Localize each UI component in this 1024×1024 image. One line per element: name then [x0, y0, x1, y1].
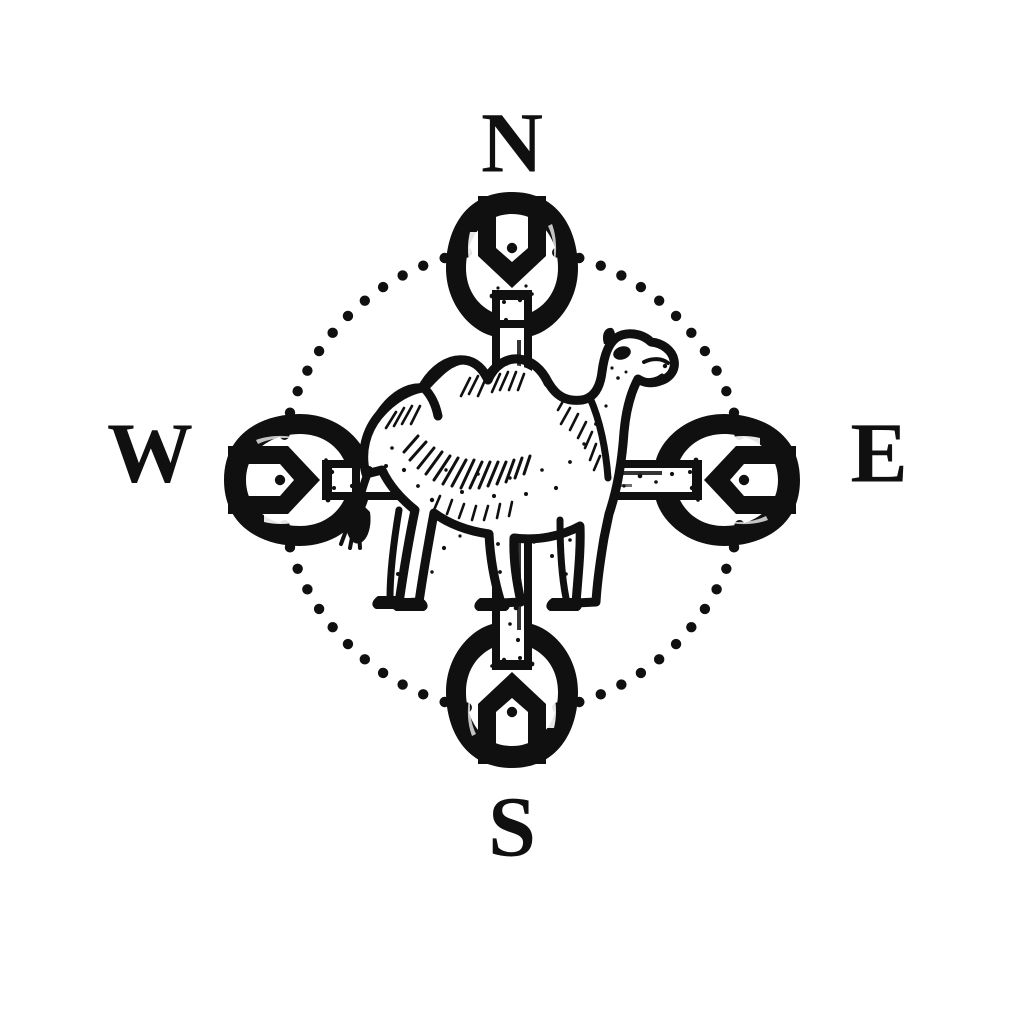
- ring-dot: [302, 365, 313, 376]
- ring-dot: [711, 365, 722, 376]
- ring-dot: [359, 295, 371, 306]
- ring-dot: [635, 667, 647, 679]
- cardinal-label-north: N: [481, 95, 543, 191]
- ring-dot: [595, 260, 606, 271]
- ring-dot: [377, 281, 389, 293]
- ring-dot: [653, 654, 665, 665]
- ring-dot: [397, 270, 408, 281]
- ring-dot: [342, 310, 354, 322]
- ring-dot: [711, 584, 722, 595]
- cardinal-label-south: S: [488, 779, 536, 875]
- ring-dot: [721, 386, 732, 397]
- ring-dot: [670, 310, 682, 322]
- ring-dot: [686, 621, 697, 633]
- ring-dot: [397, 679, 408, 690]
- ring-dot: [342, 638, 354, 650]
- ring-dot: [721, 563, 732, 574]
- ring-dot: [418, 260, 429, 271]
- ring-dot: [327, 621, 338, 633]
- ring-dot: [653, 295, 665, 306]
- ring-dot: [686, 327, 697, 339]
- ring-dot: [274, 474, 286, 486]
- ring-dot: [313, 603, 325, 615]
- ring-dot: [302, 584, 313, 595]
- ring-dot: [292, 386, 303, 397]
- ring-dot: [418, 689, 429, 700]
- ring-dot: [506, 706, 518, 718]
- ring-dot: [616, 270, 627, 281]
- ring-dot: [313, 345, 325, 357]
- ring-dot: [292, 563, 303, 574]
- cardinal-label-west: W: [107, 405, 193, 501]
- ring-dot: [738, 474, 750, 486]
- ring-dot: [670, 638, 682, 650]
- ring-dot: [699, 603, 711, 615]
- cardinal-label-east: E: [850, 405, 907, 501]
- ring-dot: [327, 327, 338, 339]
- ring-dot: [377, 667, 389, 679]
- ring-dot: [595, 689, 606, 700]
- ring-dot: [506, 242, 518, 254]
- ring-dot: [699, 345, 711, 357]
- ring-dot: [635, 281, 647, 293]
- camel-icon: [339, 327, 679, 611]
- ring-dot: [616, 679, 627, 690]
- ring-dot: [359, 654, 371, 665]
